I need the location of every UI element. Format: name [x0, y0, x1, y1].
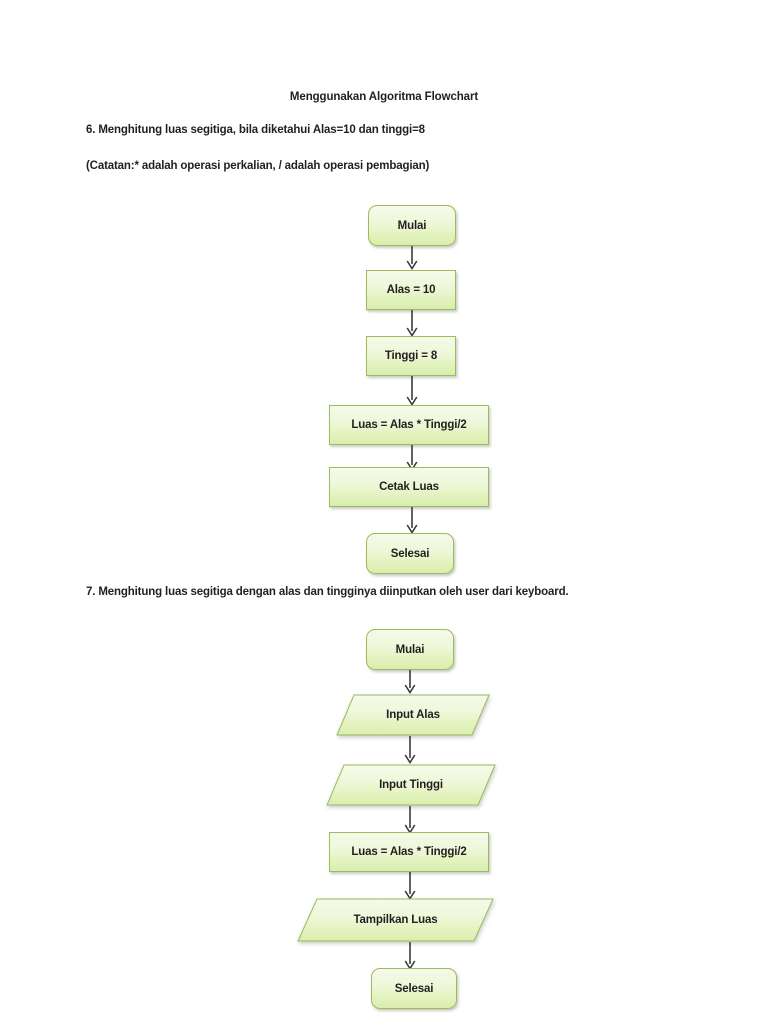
note-text: (Catatan:* adalah operasi perkalian, / a… — [86, 160, 430, 172]
flowchart1-connector-tinggi-to-luas — [404, 376, 420, 406]
flowchart1-node-start: Mulai — [368, 205, 456, 246]
flowchart1-connector-start-to-alas — [404, 246, 420, 270]
flowchart1-node-luas: Luas = Alas * Tinggi/2 — [329, 405, 489, 445]
flowchart1-connector-alas-to-tinggi — [404, 310, 420, 337]
flowchart2-node-tampilkan-luas: Tampilkan Luas — [297, 898, 494, 942]
question-7-text: 7. Menghitung luas segitiga dengan alas … — [86, 586, 569, 598]
flowchart1-node-cetak: Cetak Luas — [329, 467, 489, 507]
flowchart2-connector-input-alas-to-input-tinggi — [402, 736, 418, 764]
flowchart1-connector-cetak-to-end — [404, 507, 420, 534]
flowchart2-node-luas: Luas = Alas * Tinggi/2 — [329, 832, 489, 872]
flowchart1-node-tinggi: Tinggi = 8 — [366, 336, 456, 376]
page-title: Menggunakan Algoritma Flowchart — [289, 91, 479, 103]
flowchart1-node-end: Selesai — [366, 533, 454, 574]
flowchart2-node-input-tinggi: Input Tinggi — [326, 764, 496, 806]
flowchart2-connector-input-tinggi-to-luas — [402, 806, 418, 834]
flowchart2-node-input-alas: Input Alas — [336, 694, 490, 736]
flowchart2-node-end: Selesai — [371, 968, 457, 1009]
flowchart1-node-alas: Alas = 10 — [366, 270, 456, 310]
flowchart2-connector-luas-to-tampilkan — [402, 872, 418, 900]
flowchart2-connector-start-to-input-alas — [402, 670, 418, 694]
question-6-text: 6. Menghitung luas segitiga, bila diketa… — [86, 124, 425, 136]
flowchart2-connector-tampilkan-to-end — [402, 942, 418, 970]
flowchart2-node-start: Mulai — [366, 629, 454, 670]
